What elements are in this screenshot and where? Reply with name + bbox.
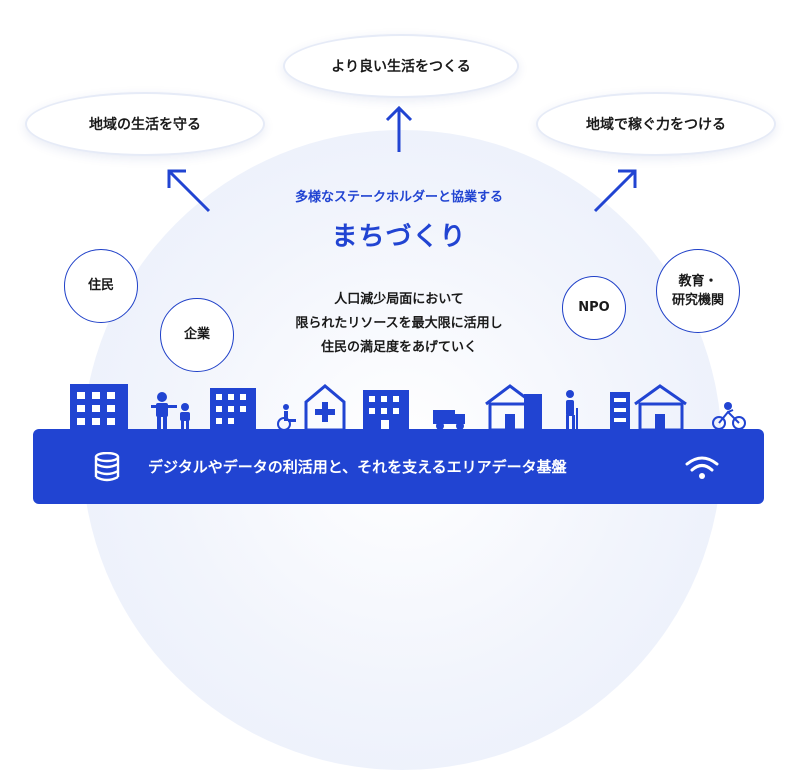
stakeholder-residents-label: 住民	[87, 278, 114, 294]
stakeholder-residents: 住民	[64, 249, 138, 323]
hospital-icon	[304, 384, 346, 432]
arrow-up-right-icon	[593, 169, 637, 213]
description-line: 限られたリソースを最大限に活用し	[295, 316, 503, 331]
truck-icon	[433, 410, 465, 430]
arrow-up-icon	[385, 105, 413, 152]
house-icon	[485, 384, 542, 432]
stakeholder-education: 教育・ 研究機関	[656, 249, 740, 333]
collaboration-subtitle: 多様なステークホルダーと協業する	[294, 190, 503, 205]
stakeholder-npo-label: NPO	[578, 300, 610, 316]
elderly-walker-icon	[566, 390, 578, 430]
apartment-icon	[210, 388, 256, 430]
database-icon	[94, 452, 120, 482]
goal-earning-power: 地域で稼ぐ力をつける	[536, 92, 776, 156]
wifi-icon	[685, 456, 719, 479]
stakeholder-npo: NPO	[562, 276, 626, 340]
townscape-icons	[70, 384, 746, 432]
bicycle-icon	[712, 402, 746, 430]
data-foundation-bar: デジタルやデータの利活用と、それを支えるエリアデータ基盤	[33, 429, 764, 504]
description-line: 住民の満足度をあげていく	[320, 340, 477, 355]
arrow-up-left-icon	[167, 169, 211, 213]
wheelchair-icon	[277, 404, 296, 431]
description-line: 人口減少局面において	[334, 292, 464, 307]
goal-protect-life-label: 地域の生活を守る	[89, 117, 201, 133]
office-building-icon	[70, 384, 128, 430]
goal-protect-life: 地域の生活を守る	[25, 92, 265, 156]
people-icon	[151, 392, 190, 430]
description: 人口減少局面において 限られたリソースを最大限に活用し 住民の満足度をあげていく	[200, 288, 598, 360]
stakeholder-companies: 企業	[160, 298, 234, 372]
goal-better-life: より良い生活をつくる	[283, 34, 519, 98]
shop-building-icon	[610, 384, 687, 432]
goal-earning-power-label: 地域で稼ぐ力をつける	[586, 117, 726, 133]
building-icon	[363, 390, 409, 430]
stakeholder-education-line: 教育・	[678, 273, 718, 289]
goal-better-life-label: より良い生活をつくる	[331, 59, 471, 75]
stakeholder-education-line: 研究機関	[671, 293, 724, 308]
machizukuri-title: まちづくり	[331, 222, 467, 252]
stakeholder-education-label: 教育・ 研究機関	[672, 272, 724, 311]
stakeholder-companies-label: 企業	[183, 327, 210, 343]
data-foundation-text: デジタルやデータの利活用と、それを支えるエリアデータ基盤	[148, 458, 567, 476]
